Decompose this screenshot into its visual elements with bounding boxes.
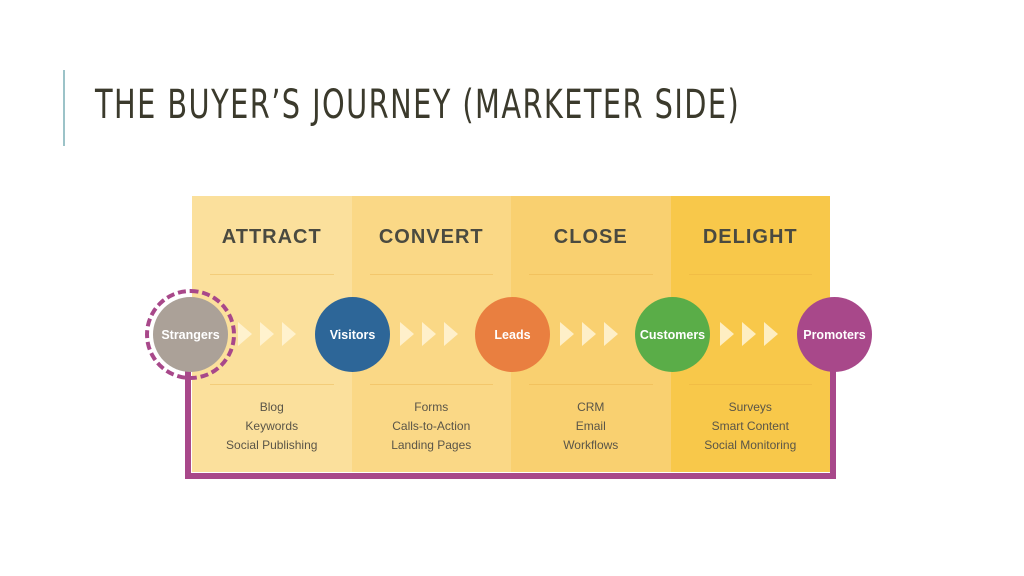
divider	[688, 384, 812, 385]
dashed-ring	[145, 289, 236, 380]
divider	[529, 274, 653, 275]
tool-item: CRM	[577, 400, 605, 414]
loop-bracket	[185, 370, 836, 479]
accent-bar	[63, 70, 65, 146]
stage-label: CLOSE	[553, 226, 628, 248]
chevron-arrows-icon	[238, 322, 296, 346]
node-leads: Leads	[475, 297, 550, 372]
chevron-arrows-icon	[400, 322, 458, 346]
tool-item: Surveys	[728, 400, 772, 414]
tool-item: Social Publishing	[226, 438, 318, 452]
node-visitors: Visitors	[315, 297, 390, 372]
node-strangers: Strangers	[153, 297, 228, 372]
tool-item: Calls-to-Action	[392, 419, 471, 433]
divider	[688, 274, 812, 275]
tool-item: Social Monitoring	[704, 438, 797, 452]
stage-label: DELIGHT	[702, 226, 798, 248]
tool-item: Email	[575, 419, 606, 433]
divider	[210, 384, 334, 385]
chevron-arrows-icon	[720, 322, 778, 346]
node-customers: Customers	[635, 297, 710, 372]
divider	[369, 274, 493, 275]
tool-item: Forms	[414, 400, 449, 414]
node-promoters: Promoters	[797, 297, 872, 372]
divider	[369, 384, 493, 385]
stage-label: ATTRACT	[221, 226, 322, 248]
tool-item: Keywords	[245, 419, 299, 433]
divider	[529, 384, 653, 385]
stage-label: CONVERT	[378, 226, 484, 248]
tool-item: Landing Pages	[391, 438, 472, 452]
tool-item: Workflows	[563, 438, 619, 452]
tool-item: Smart Content	[711, 419, 789, 433]
divider	[210, 274, 334, 275]
tool-item: Blog	[259, 400, 284, 414]
slide-title: THE BUYER’S JOURNEY (MARKETER SIDE)	[95, 82, 741, 128]
chevron-arrows-icon	[560, 322, 618, 346]
